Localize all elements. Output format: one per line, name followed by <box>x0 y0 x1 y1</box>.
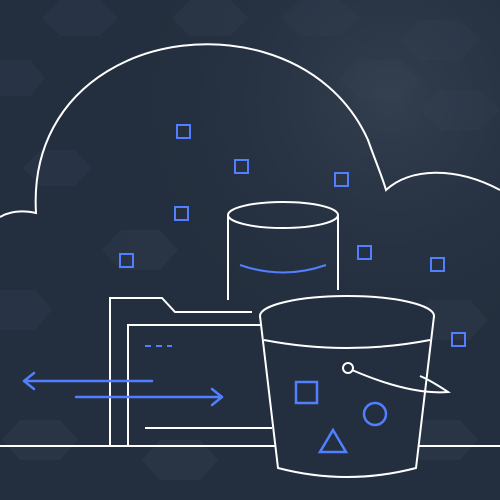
small-square-icon <box>174 206 189 221</box>
bidirectional-transfer-arrows-icon <box>22 371 224 407</box>
small-square-icon <box>119 253 134 268</box>
small-square-icon <box>451 332 466 347</box>
database-cylinder-icon <box>227 201 339 300</box>
bucket-shapes <box>294 380 388 454</box>
small-square-icon <box>357 245 372 260</box>
small-square-icon <box>334 172 349 187</box>
triangle-icon <box>317 427 349 454</box>
cloud-outline-icon <box>0 43 500 218</box>
small-square-icon <box>176 124 191 139</box>
data-blocks <box>119 124 466 347</box>
small-square-icon <box>234 159 249 174</box>
storage-bucket-icon <box>259 295 451 478</box>
square-icon <box>294 380 319 405</box>
folder-icon <box>109 297 272 445</box>
small-square-icon <box>430 257 445 272</box>
circle-icon <box>362 401 388 427</box>
